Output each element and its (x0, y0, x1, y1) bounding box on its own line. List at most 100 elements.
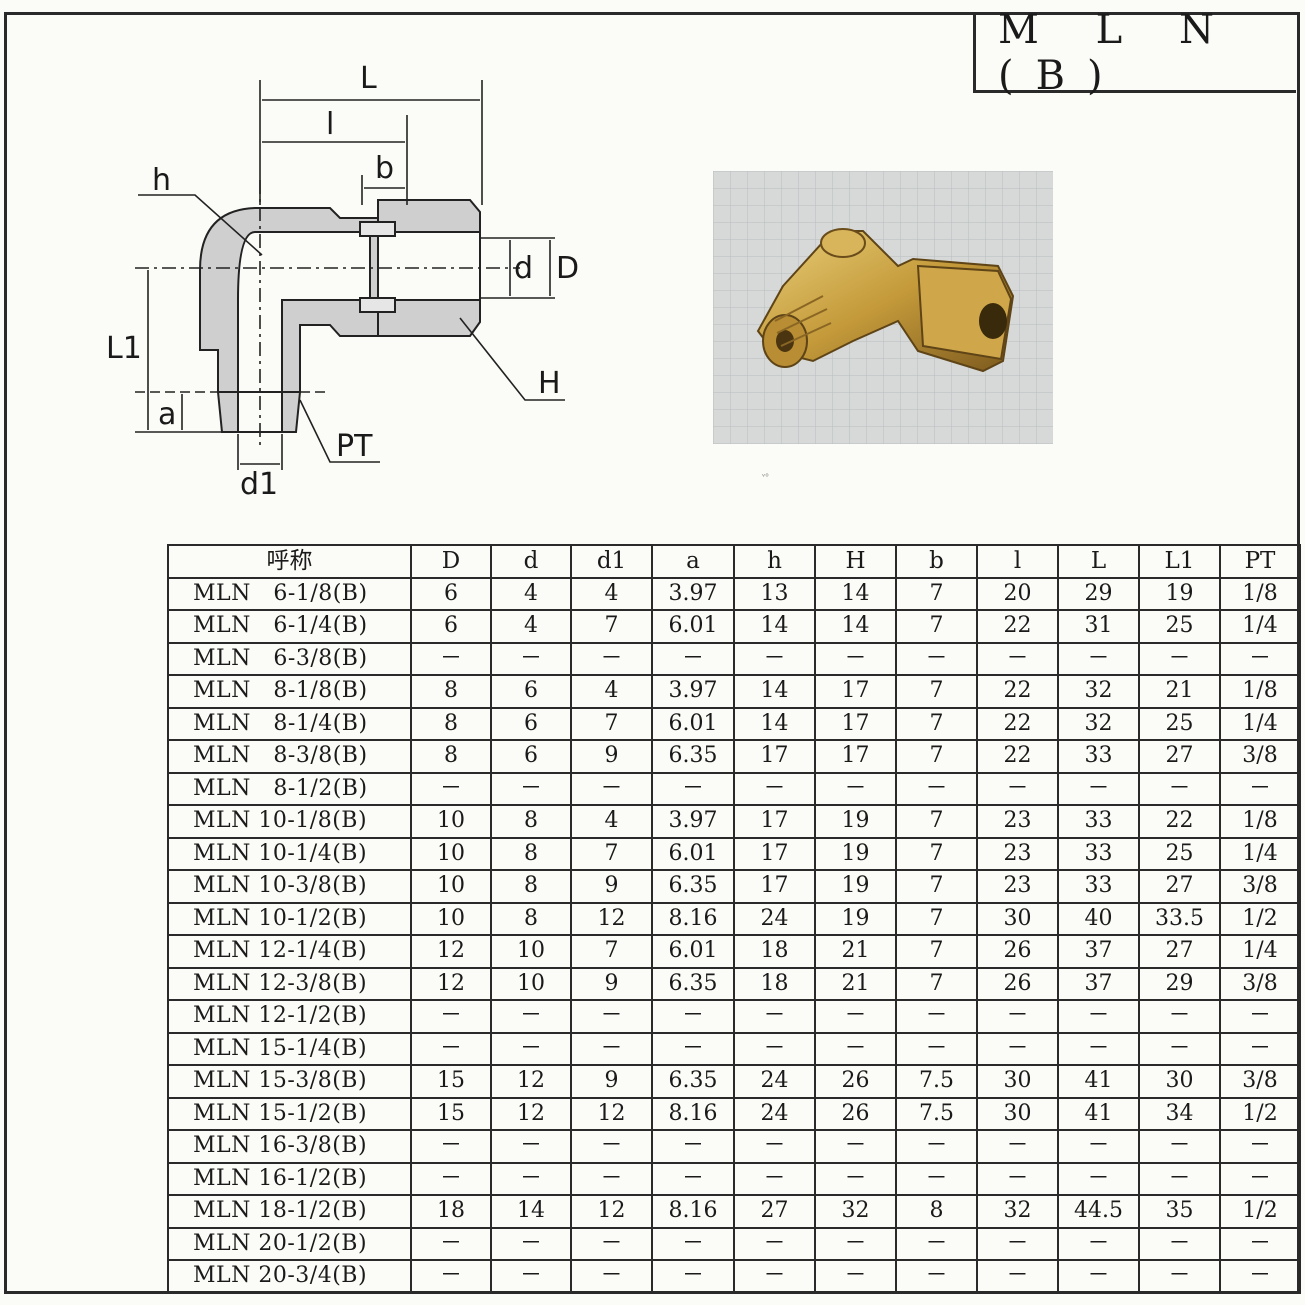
dimension-cell: － (976, 771, 1059, 806)
dimension-cell: 7.5 (895, 1064, 978, 1099)
model-title: M L N (B) (973, 7, 1296, 99)
column-header: d (490, 544, 572, 579)
dimension-cell: 8 (490, 804, 572, 839)
dimension-cell: － (410, 1031, 492, 1066)
dimension-cell: － (1219, 999, 1301, 1034)
dimension-cell: 13 (733, 576, 816, 611)
dimension-cell: 9 (570, 1064, 653, 1099)
size-designation-cell: MLN 6-1/4(B) (167, 609, 412, 644)
dimension-cell: 6.35 (651, 739, 735, 774)
dimension-cell: 7 (895, 966, 978, 1001)
dimension-cell: 9 (570, 869, 653, 904)
dimension-cell: － (410, 1129, 492, 1164)
dimension-cell: － (410, 1259, 492, 1294)
dimension-cell: 12 (570, 901, 653, 936)
dimension-cell: 19 (814, 901, 897, 936)
dimension-cell: － (1138, 1259, 1221, 1294)
dimension-cell: 3/8 (1219, 1064, 1301, 1099)
dimension-cell: － (1219, 1129, 1301, 1164)
dimension-cell: 14 (814, 576, 897, 611)
dimension-cell: － (651, 999, 735, 1034)
dimension-cell: － (490, 771, 572, 806)
dimension-cell: 27 (733, 1194, 816, 1229)
dimension-cell: 22 (976, 674, 1059, 709)
dimension-cell: － (1219, 641, 1301, 676)
dimension-cell: － (976, 1259, 1059, 1294)
size-designation-cell: MLN 8-1/8(B) (167, 674, 412, 709)
dimension-cell: － (1219, 771, 1301, 806)
dimension-cell: 4 (490, 609, 572, 644)
dimension-cell: － (1138, 1129, 1221, 1164)
dimension-cell: － (814, 771, 897, 806)
table-row: MLN 6-3/8(B)－－－－－－－－－－－ (167, 641, 1301, 676)
dimension-cell: － (1138, 999, 1221, 1034)
dim-label-H: H (538, 366, 561, 401)
dimension-cell: 4 (570, 804, 653, 839)
dimension-cell: － (570, 999, 653, 1034)
dimension-cell: 23 (976, 804, 1059, 839)
dimension-cell: 12 (410, 934, 492, 969)
dimension-cell: 6.01 (651, 706, 735, 741)
size-designation-cell: MLN 6-3/8(B) (167, 641, 412, 676)
dimension-cell: 23 (976, 869, 1059, 904)
dimension-cell: － (814, 1259, 897, 1294)
size-designation-cell: MLN 12-1/4(B) (167, 934, 412, 969)
dimension-cell: 1/2 (1219, 1096, 1301, 1131)
dim-label-PT: PT (336, 429, 373, 464)
dimension-cell: － (814, 641, 897, 676)
column-header: h (733, 544, 816, 579)
column-header: D (410, 544, 492, 579)
dimension-cell: 33 (1057, 869, 1140, 904)
dimension-cell: 8 (895, 1194, 978, 1229)
column-header: PT (1219, 544, 1301, 579)
dimension-cell: 33.5 (1138, 901, 1221, 936)
table-row: MLN 12-1/2(B)－－－－－－－－－－－ (167, 999, 1301, 1034)
dimension-cell: 7 (895, 674, 978, 709)
table-row: MLN 20-1/2(B)－－－－－－－－－－－ (167, 1226, 1301, 1261)
dimension-cell: 26 (976, 934, 1059, 969)
dimension-cell: － (410, 771, 492, 806)
dimension-cell: － (976, 1161, 1059, 1196)
size-designation-cell: MLN 12-1/2(B) (167, 999, 412, 1034)
dimension-cell: 1/4 (1219, 609, 1301, 644)
dimension-cell: 6.01 (651, 934, 735, 969)
dimension-cell: 8 (490, 836, 572, 871)
brass-elbow-fitting-photo (713, 171, 1053, 444)
dimension-cell: 18 (410, 1194, 492, 1229)
dimension-cell: － (570, 1129, 653, 1164)
table-row: MLN 15-1/4(B)－－－－－－－－－－－ (167, 1031, 1301, 1066)
dimension-cell: 10 (410, 804, 492, 839)
dimension-cell: 8 (490, 901, 572, 936)
dimension-cell: 18 (733, 934, 816, 969)
dimension-cell: － (570, 771, 653, 806)
dimension-cell: － (1219, 1031, 1301, 1066)
dimension-cell: 8.16 (651, 1194, 735, 1229)
dimension-cell: 6 (410, 576, 492, 611)
dimension-cell: 17 (733, 804, 816, 839)
column-header: b (895, 544, 978, 579)
dimension-cell: 19 (814, 836, 897, 871)
dimension-cell: － (651, 1161, 735, 1196)
size-designation-cell: MLN 15-1/2(B) (167, 1096, 412, 1131)
dimension-cell: 25 (1138, 609, 1221, 644)
dimension-cell: － (651, 1031, 735, 1066)
table-row: MLN 8-1/2(B)－－－－－－－－－－－ (167, 771, 1301, 806)
dimension-cell: 6 (490, 706, 572, 741)
dimension-cell: 26 (976, 966, 1059, 1001)
dimension-cell: 30 (976, 1096, 1059, 1131)
dim-label-l: l (326, 107, 334, 142)
size-designation-cell: MLN 10-3/8(B) (167, 869, 412, 904)
dimension-cell: 7.5 (895, 1096, 978, 1131)
dimension-cell: － (570, 1259, 653, 1294)
dimension-cell: 6 (490, 739, 572, 774)
size-designation-cell: MLN 20-1/2(B) (167, 1226, 412, 1261)
